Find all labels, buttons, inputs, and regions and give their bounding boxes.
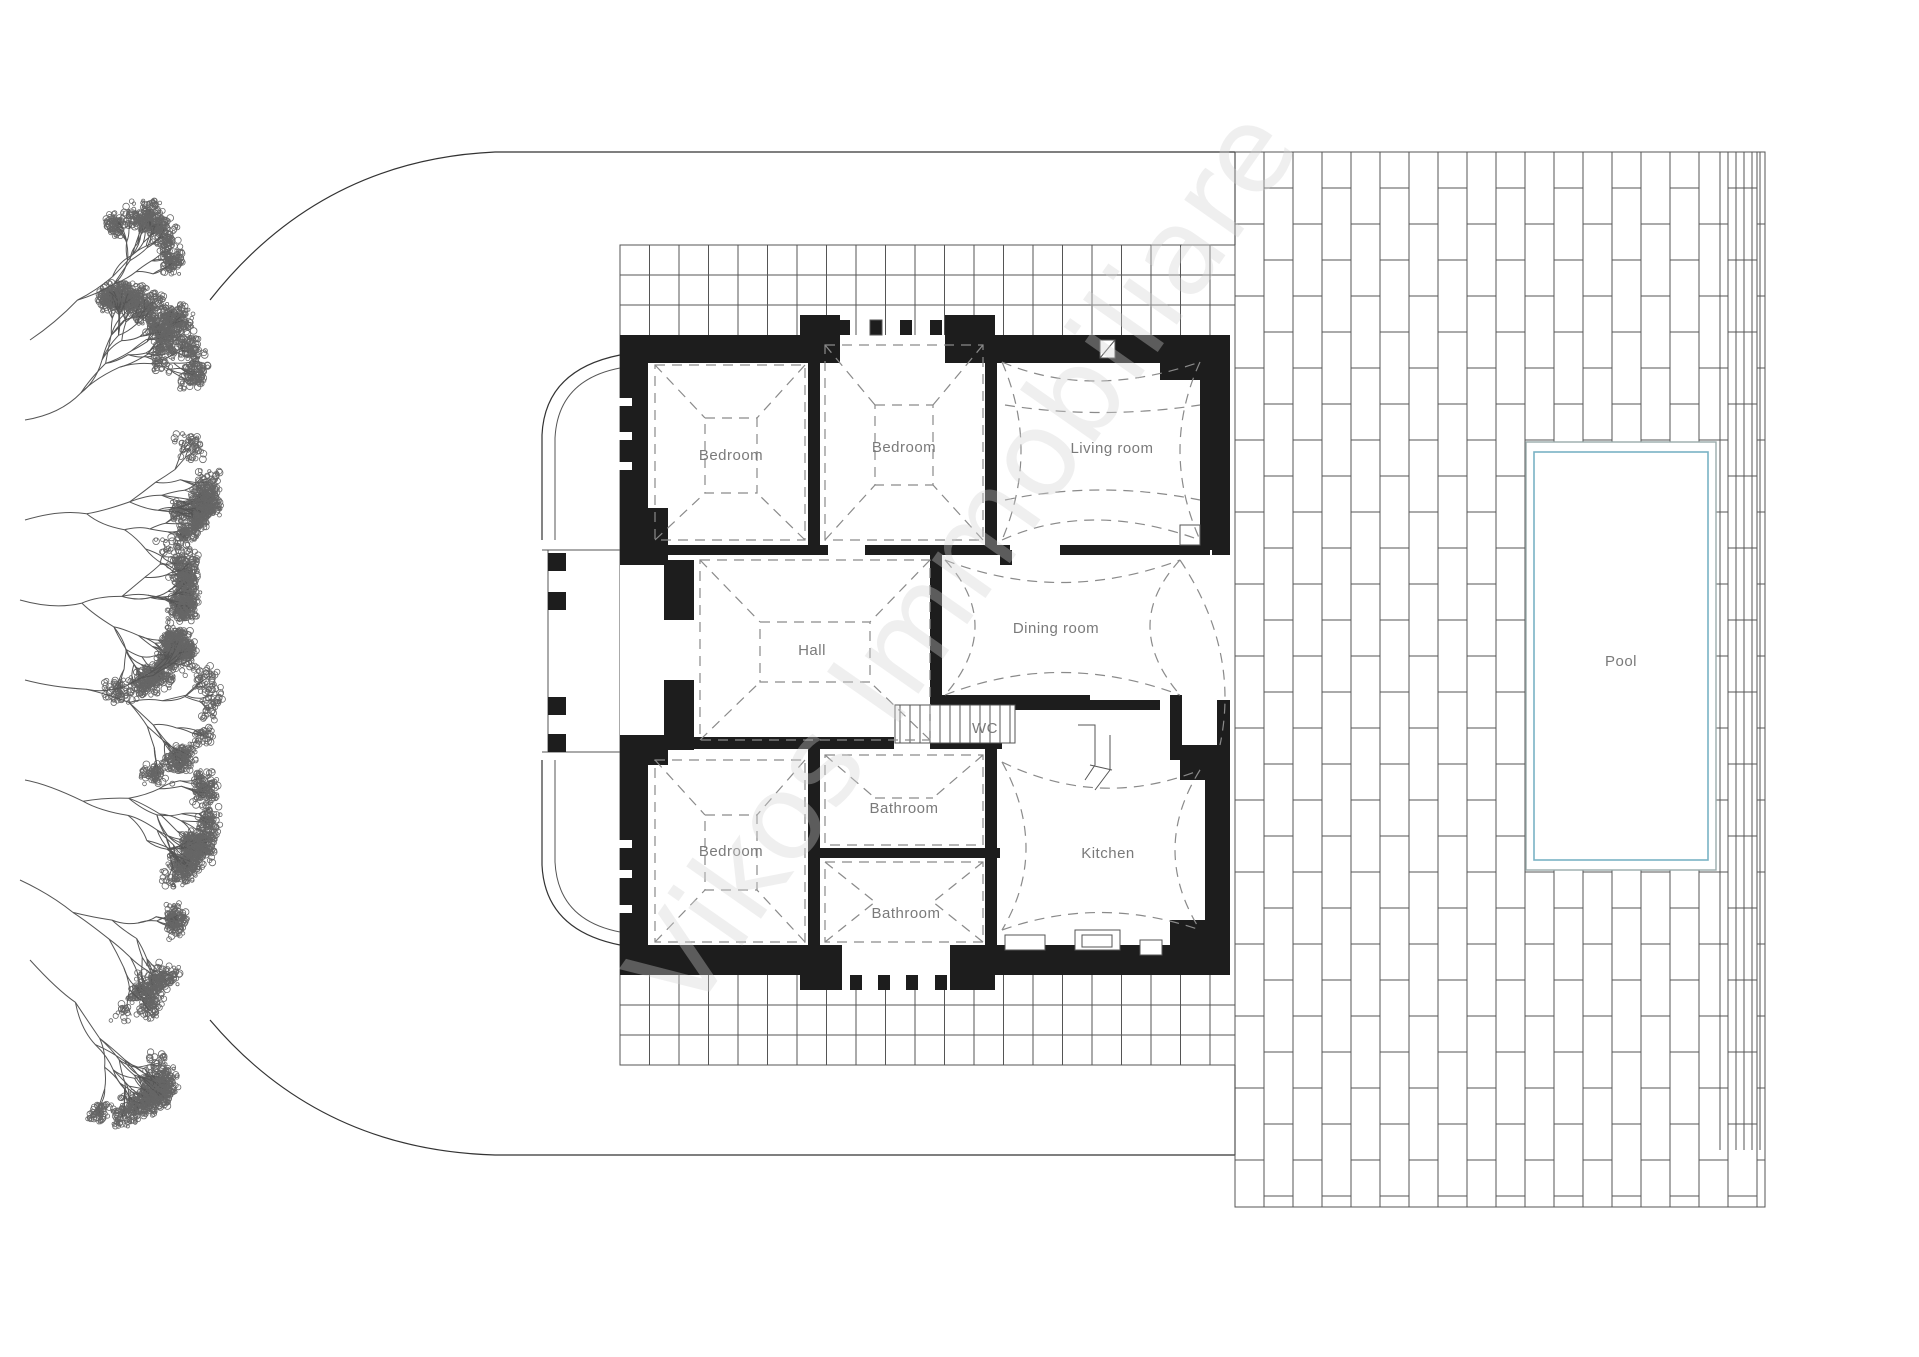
room-label-bedroom-nw: Bedroom	[699, 447, 763, 464]
room-label-dining-room: Dining room	[1013, 620, 1099, 637]
room-label-bathroom-lower: Bathroom	[871, 905, 940, 922]
pool: Pool	[1525, 441, 1717, 871]
interior-walls	[648, 340, 1230, 945]
room-labels: Bedroom Bedroom Living room Hall Dining …	[699, 439, 1153, 922]
room-label-bedroom-n: Bedroom	[872, 439, 936, 456]
house: Bedroom Bedroom Living room Hall Dining …	[541, 315, 1230, 990]
room-label-pool: Pool	[1605, 653, 1637, 670]
room-label-wc: WC	[972, 720, 998, 737]
room-label-kitchen: Kitchen	[1081, 845, 1135, 862]
room-label-hall: Hall	[798, 642, 826, 659]
house-paving	[619, 244, 1236, 1066]
ceiling-lines	[654, 344, 1226, 943]
room-label-bedroom-sw: Bedroom	[699, 843, 763, 860]
room-label-bathroom-upper: Bathroom	[869, 800, 938, 817]
stairs	[894, 704, 1113, 791]
room-label-living-room: Living room	[1070, 440, 1153, 457]
tree-illustration	[19, 197, 226, 1130]
